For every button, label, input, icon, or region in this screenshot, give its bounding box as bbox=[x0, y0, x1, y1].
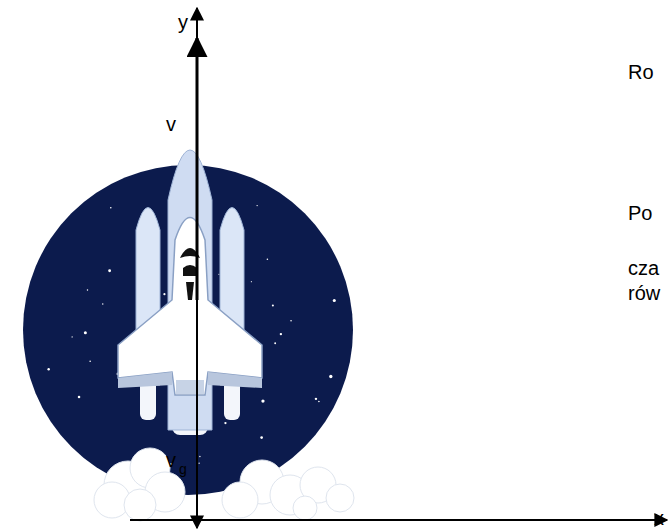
cut-text: rów bbox=[628, 283, 660, 303]
vector-label: v bbox=[166, 450, 176, 470]
x-axis bbox=[130, 519, 667, 521]
velocity-vector bbox=[196, 38, 199, 300]
subscript: g bbox=[179, 462, 187, 476]
star bbox=[280, 333, 282, 335]
axis-label: y bbox=[178, 12, 188, 32]
star bbox=[274, 342, 276, 344]
star bbox=[102, 303, 103, 304]
star bbox=[333, 299, 336, 302]
star bbox=[224, 422, 226, 424]
star bbox=[251, 281, 252, 282]
cut-text: Ro bbox=[628, 62, 654, 82]
star bbox=[318, 401, 320, 403]
star bbox=[329, 375, 332, 378]
cut-text: Po bbox=[628, 203, 652, 223]
star bbox=[108, 269, 111, 272]
star bbox=[110, 207, 112, 209]
gas-velocity-vector bbox=[196, 440, 198, 528]
star bbox=[261, 399, 264, 402]
star bbox=[218, 274, 219, 275]
star bbox=[163, 293, 165, 295]
star bbox=[87, 289, 88, 290]
star bbox=[256, 205, 257, 206]
star bbox=[71, 336, 72, 337]
star bbox=[199, 456, 200, 457]
axis-label: x bbox=[654, 508, 664, 528]
star bbox=[78, 396, 81, 399]
star bbox=[315, 398, 317, 400]
star bbox=[272, 304, 274, 306]
star bbox=[267, 258, 269, 260]
y-axis bbox=[196, 8, 198, 470]
star bbox=[47, 368, 49, 370]
star bbox=[89, 360, 91, 362]
orbiter bbox=[118, 218, 262, 396]
star bbox=[290, 320, 292, 322]
vector-label: v bbox=[166, 114, 176, 134]
smoke-clouds bbox=[94, 448, 354, 521]
star bbox=[260, 436, 263, 439]
star bbox=[198, 462, 199, 463]
cut-text: cza bbox=[628, 258, 659, 278]
star bbox=[84, 331, 87, 334]
